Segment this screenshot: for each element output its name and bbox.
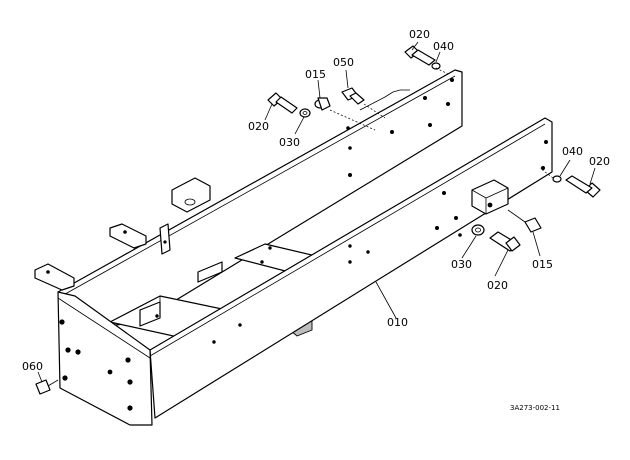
callout-050: 050 <box>333 56 354 69</box>
callout-015-top: 015 <box>305 68 326 81</box>
bolt-060 <box>35 379 59 395</box>
front-side-rail <box>149 117 553 419</box>
callout-040-right: 040 <box>562 145 583 158</box>
alignment-lines <box>329 67 554 179</box>
callout-030-right: 030 <box>451 258 472 271</box>
callout-020-top: 020 <box>409 28 430 41</box>
stud-050 <box>341 87 365 105</box>
callout-020-left: 020 <box>248 120 269 133</box>
bolt-020-lower-right <box>489 231 521 252</box>
callout-030-top: 030 <box>279 136 300 149</box>
drawing-code: 3A273-002-11 <box>510 404 560 412</box>
callout-010: 010 <box>387 316 408 329</box>
bolt-020-top-left <box>267 92 311 118</box>
callout-015-right: 015 <box>532 258 553 271</box>
bolt-020-top-right <box>404 45 441 70</box>
spacer-015-right <box>507 209 542 233</box>
callout-020-bottom: 020 <box>487 279 508 292</box>
spacer-015-top <box>314 97 331 111</box>
rail-bracket-tabs <box>34 177 211 291</box>
callout-labels: 020 040 015 050 020 030 040 020 015 030 … <box>22 28 610 373</box>
block-bracket <box>471 179 509 215</box>
washer-030-right <box>471 224 485 236</box>
callout-040-top: 040 <box>433 40 454 53</box>
callout-060: 060 <box>22 360 43 373</box>
leader-lines <box>37 41 596 383</box>
end-plate <box>57 291 153 426</box>
callout-020-right: 020 <box>589 155 610 168</box>
bolt-020-right <box>552 175 601 198</box>
